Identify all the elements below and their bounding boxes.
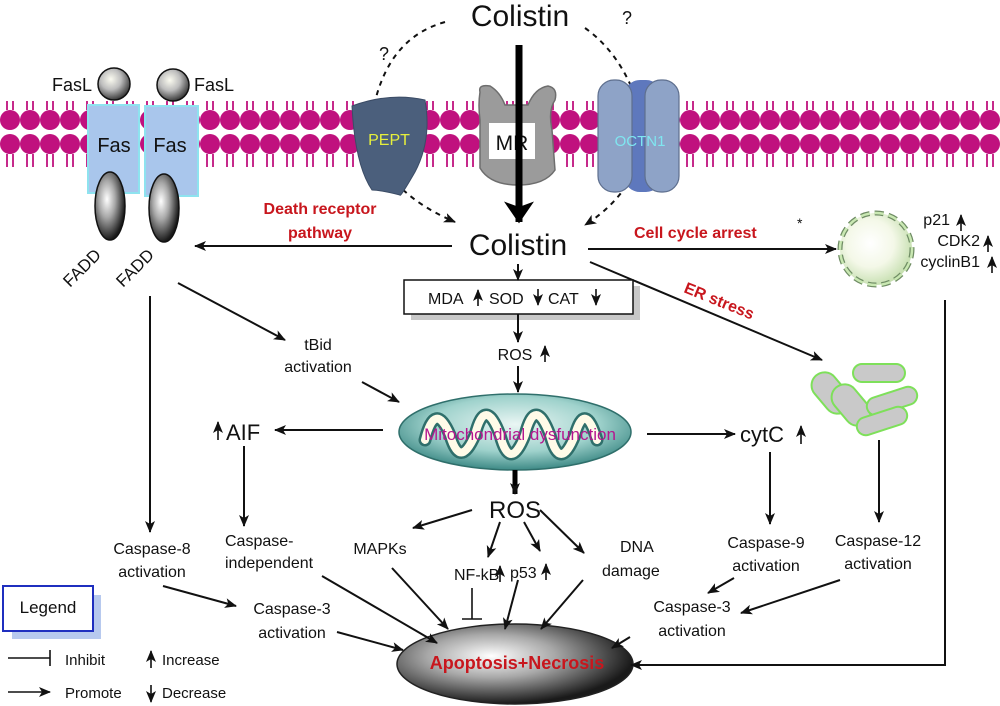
marker-cdk2: CDK2 [937,233,980,250]
casp3right-to-outcome-arrow [611,636,631,649]
fadd-adaptor-right [148,173,180,243]
legend-box [2,585,94,632]
sod-label: SOD [489,291,524,308]
fadd-to-tbid-arrow [177,282,286,341]
legend-decrease-label: Decrease [162,685,226,702]
colistin-extracellular: Colistin [471,0,569,33]
dna-to-outcome-arrow [540,579,584,630]
marker-cyclinb1: cyclinB1 [920,254,980,271]
fas-label-right: Fas [153,135,186,157]
cell-cycle-arrest-label: Cell cycle arrest [634,225,757,242]
dna-label-line1: DNA [620,539,654,556]
tbid-label-line1: tBid [304,337,332,354]
ros-to-nfkb-arrow [486,521,501,558]
casp-indep-label-line2: independent [225,555,314,572]
p53-to-outcome-arrow [502,579,519,630]
casp12-label-line1: Caspase-12 [835,533,921,550]
cell-cycle-to-outcome-arrow [630,300,946,670]
mr-label: MR [496,132,529,155]
cat-label: CAT [548,291,579,308]
casp3-left-label-line2: activation [258,625,326,642]
octn1-subunit-left [597,79,633,193]
octn1-label: OCTN1 [615,133,666,150]
pept-transporter [351,96,428,196]
p53-label: p53 [510,565,537,582]
fasl-ligand-right [156,68,190,102]
mda-label: MDA [428,291,464,308]
casp12-label-line2: activation [844,556,912,573]
fas-label-left: Fas [97,135,130,157]
fasl-label-right: FasL [194,75,234,95]
casp12-to-casp3-arrow [740,579,841,615]
ros-to-mapks-arrow [412,509,473,530]
tbid-label-line2: activation [284,359,352,376]
octn1-subunit-right [644,79,680,193]
ros-label: ROS [489,497,541,524]
ros-to-p53-arrow [523,521,541,552]
colistin-intracellular: Colistin [469,229,567,262]
er-stress-arrow [589,261,823,361]
casp8-to-casp3-arrow [162,585,237,608]
tbid-to-mito-arrow [361,381,400,403]
mr-label-box [489,123,535,159]
endoplasmic-reticulum-icon [810,363,919,437]
caspindep-to-outcome-arrow [321,575,438,644]
cytc-label: cytC [740,422,784,447]
mapks-to-outcome-arrow [391,567,449,630]
question-mark-right: ? [622,8,632,28]
casp8-label-line1: Caspase-8 [113,541,190,558]
legend-promote-label: Promote [65,685,122,702]
ros-increase-label: ROS [498,347,533,364]
mito-dysfunction-label: Mitochondrial dysfunction [424,425,616,444]
nfkb-label: NF-kB [454,567,499,584]
casp-indep-label-line1: Caspase- [225,533,293,550]
pept-label: PEPT [368,132,410,149]
ros-to-dna-arrow [539,509,585,554]
legend-increase-label: Increase [162,652,220,669]
casp8-label-line2: activation [118,564,186,581]
casp9-to-casp3-arrow [707,577,735,594]
fadd-label-right: FADD [112,245,157,290]
question-mark-left: ? [379,44,389,64]
cell-cycle-asterisk: * [797,215,803,231]
fadd-adaptor-left [94,171,126,241]
fasl-ligand-left [97,67,131,101]
casp3-right-label-line1: Caspase-3 [653,599,730,616]
fadd-label-left: FADD [59,245,104,290]
casp9-label-line1: Caspase-9 [727,535,804,552]
apoptosis-necrosis-label: Apoptosis+Necrosis [430,653,605,673]
marker-p21: p21 [923,212,950,229]
mapks-label: MAPKs [353,541,406,558]
cell-cycle-markers: p21 CDK2 cyclinB1 [920,212,997,273]
casp3left-to-outcome-arrow [336,631,404,652]
casp3-left-label-line1: Caspase-3 [253,601,330,618]
legend-inhibit-label: Inhibit [65,652,106,669]
fasl-label-left: FasL [52,75,92,95]
dna-label-line2: damage [602,563,660,580]
aif-label: AIF [226,420,260,445]
death-receptor-label-line2: pathway [288,225,352,242]
arrested-cell-icon [837,210,915,288]
casp3-right-label-line2: activation [658,623,726,640]
legend-title: Legend [20,598,77,617]
casp9-label-line2: activation [732,558,800,575]
death-receptor-label-line1: Death receptor [264,201,377,218]
